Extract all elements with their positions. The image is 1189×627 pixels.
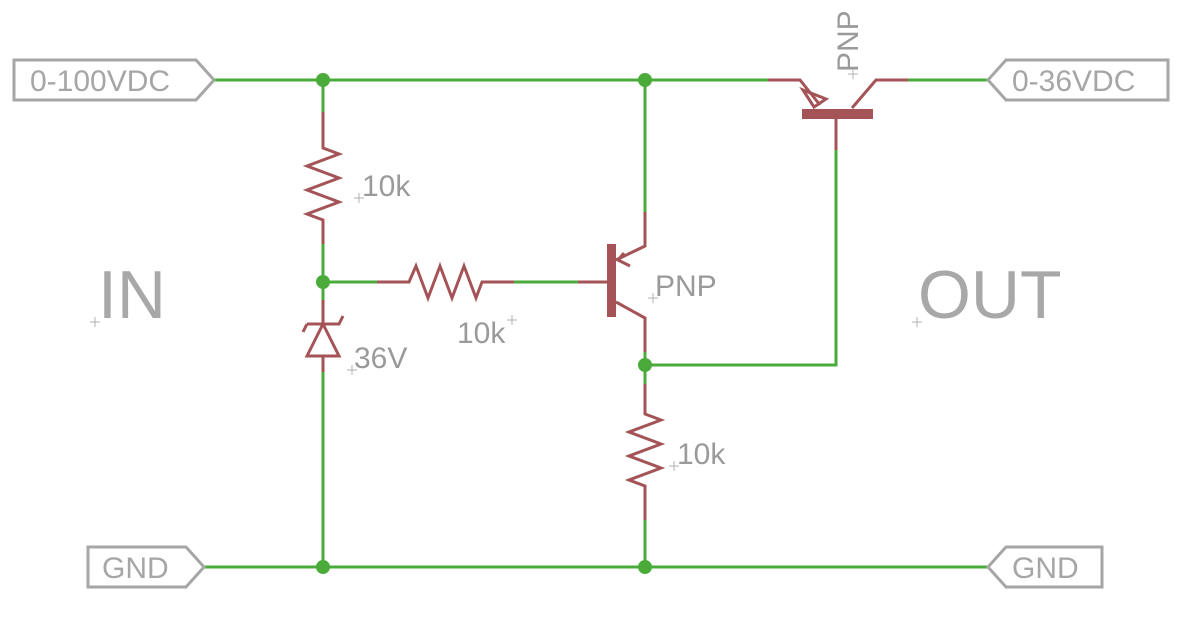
port-out-ground: GND [985,545,1104,589]
port-in-supply: 0-100VDC [12,58,217,102]
port-label-in-ground: GND [102,552,169,585]
origin-markers [90,69,922,471]
section-label-out: OUT [918,257,1062,333]
resistor-top [302,112,344,244]
port-label-in-supply: 0-100VDC [30,65,170,98]
value-zener: 36V [354,342,407,375]
zener-diode [301,300,345,372]
pnp-driver-transistor [578,212,647,352]
value-q-driver: PNP [655,270,717,303]
junction-dot [316,73,330,87]
section-label-in: IN [98,257,166,333]
resistor-bottom [624,384,666,520]
port-label-out-ground: GND [1012,552,1079,585]
wire-collector-to-pass-base [643,148,838,367]
junction-dot [638,560,652,574]
junction-dot [316,560,330,574]
port-out-supply: 0-36VDC [985,58,1170,102]
resistor-base [377,261,514,303]
junction-dot [316,275,330,289]
junctions [316,73,652,574]
value-q-pass: PNP [832,10,865,72]
port-label-out-supply: 0-36VDC [1012,65,1135,98]
value-r-base: 10k [457,317,506,350]
port-in-ground: GND [86,545,207,589]
junction-dot [638,358,652,372]
value-r-top: 10k [362,170,411,203]
junction-dot [638,73,652,87]
pnp-pass-transistor [768,78,908,150]
value-r-bottom: 10k [677,438,726,471]
